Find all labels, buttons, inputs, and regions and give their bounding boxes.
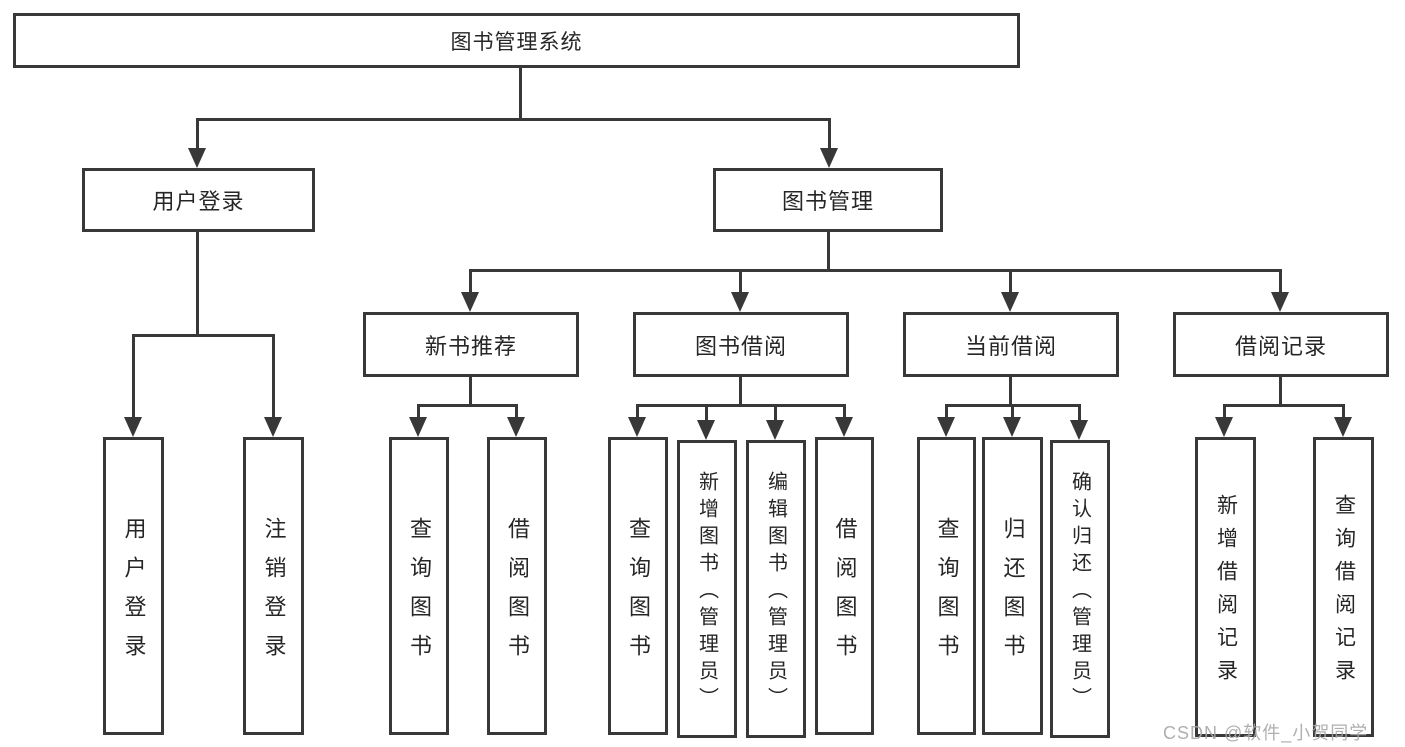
leaf-user-login-label: 用户登录 xyxy=(121,516,147,673)
connector-arrowhead xyxy=(124,417,142,437)
leaf-record-add: 新增借阅记录 xyxy=(1195,437,1256,737)
leaf-record-add-label: 新增借阅记录 xyxy=(1214,494,1238,692)
connector-branch-records xyxy=(1223,404,1345,407)
leaf-borrow-edit-admin-label: 编辑图书（管理员） xyxy=(764,471,787,714)
connector-drop xyxy=(774,404,777,423)
connector-drop xyxy=(272,334,275,420)
connector-arrowhead xyxy=(188,148,206,168)
connector-drop xyxy=(705,404,708,423)
watermark: CSDN @软件_小贺同学 xyxy=(1163,723,1369,743)
leaf-newbook-query: 查询图书 xyxy=(389,437,449,735)
connector-arrowhead xyxy=(264,417,282,437)
connector-branch-level3 xyxy=(469,269,1282,272)
leaf-current-query: 查询图书 xyxy=(917,437,976,735)
leaf-borrow-edit-admin: 编辑图书（管理员） xyxy=(746,440,806,738)
connector-drop xyxy=(945,404,948,420)
connector-drop xyxy=(828,118,831,152)
connector-arrowhead xyxy=(937,417,955,437)
connector-stem-root xyxy=(519,68,522,120)
connector-drop xyxy=(843,404,846,420)
leaf-logout: 注销登录 xyxy=(243,437,304,735)
connector-drop xyxy=(196,118,199,152)
connector-arrowhead xyxy=(1001,292,1019,312)
leaf-record-query: 查询借阅记录 xyxy=(1313,437,1374,737)
leaf-current-return: 归还图书 xyxy=(982,437,1043,735)
connector-arrowhead xyxy=(1003,417,1021,437)
connector-arrowhead xyxy=(507,417,525,437)
connector-drop xyxy=(1342,404,1345,420)
leaf-newbook-borrow: 借阅图书 xyxy=(487,437,547,735)
connector-drop xyxy=(1009,269,1012,297)
connector-arrowhead xyxy=(628,417,646,437)
leaf-current-confirm-admin: 确认归还（管理员） xyxy=(1050,440,1110,738)
connector-branch-login xyxy=(132,334,275,337)
connector-drop xyxy=(739,269,742,297)
node-user-login: 用户登录 xyxy=(82,168,315,232)
connector-drop xyxy=(469,269,472,297)
connector-arrowhead xyxy=(1070,420,1088,440)
connector-drop xyxy=(1011,404,1014,420)
connector-branch-newbook xyxy=(417,404,518,407)
leaf-user-login: 用户登录 xyxy=(103,437,164,735)
connector-arrowhead xyxy=(731,292,749,312)
connector-branch-bookborrow xyxy=(636,404,846,407)
connector-arrowhead xyxy=(1271,292,1289,312)
leaf-borrow-add-admin: 新增图书（管理员） xyxy=(677,440,737,738)
leaf-newbook-borrow-label: 借阅图书 xyxy=(505,516,530,673)
connector-drop xyxy=(1279,269,1282,297)
connector-arrowhead xyxy=(820,148,838,168)
connector-drop xyxy=(1078,404,1081,423)
connector-drop xyxy=(636,404,639,420)
connector-drop xyxy=(515,404,518,420)
connector-arrowhead xyxy=(409,417,427,437)
connector-stem-login xyxy=(196,232,199,336)
connector-stem-newbook xyxy=(469,377,472,406)
connector-stem-bookborrow xyxy=(739,377,742,406)
leaf-borrow-query-label: 查询图书 xyxy=(626,516,651,673)
leaf-borrow-book-label: 借阅图书 xyxy=(832,516,858,673)
leaf-current-return-label: 归还图书 xyxy=(1000,516,1026,673)
leaf-newbook-query-label: 查询图书 xyxy=(407,516,432,673)
connector-arrowhead xyxy=(766,420,784,440)
connector-drop xyxy=(417,404,420,420)
connector-arrowhead xyxy=(835,417,853,437)
connector-stem-records xyxy=(1279,377,1282,406)
node-borrow-records: 借阅记录 xyxy=(1173,312,1389,377)
connector-branch-level2 xyxy=(196,118,831,121)
leaf-record-query-label: 查询借阅记录 xyxy=(1332,494,1356,692)
node-root: 图书管理系统 xyxy=(13,13,1020,68)
connector-stem-currentborrow xyxy=(1009,377,1012,406)
connector-stem-management xyxy=(827,232,830,271)
connector-drop xyxy=(1223,404,1226,420)
connector-arrowhead xyxy=(1215,417,1233,437)
node-new-book-recommend: 新书推荐 xyxy=(363,312,579,377)
leaf-borrow-query: 查询图书 xyxy=(608,437,668,735)
leaf-current-query-label: 查询图书 xyxy=(934,516,960,673)
connector-drop xyxy=(132,334,135,420)
node-book-management: 图书管理 xyxy=(713,168,943,232)
leaf-current-confirm-admin-label: 确认归还（管理员） xyxy=(1068,471,1091,714)
leaf-borrow-book: 借阅图书 xyxy=(815,437,874,735)
node-current-borrow: 当前借阅 xyxy=(903,312,1119,377)
connector-arrowhead xyxy=(461,292,479,312)
node-book-borrow: 图书借阅 xyxy=(633,312,849,377)
connector-arrowhead xyxy=(1334,417,1352,437)
leaf-borrow-add-admin-label: 新增图书（管理员） xyxy=(695,471,718,714)
leaf-logout-label: 注销登录 xyxy=(261,516,287,673)
connector-arrowhead xyxy=(697,420,715,440)
